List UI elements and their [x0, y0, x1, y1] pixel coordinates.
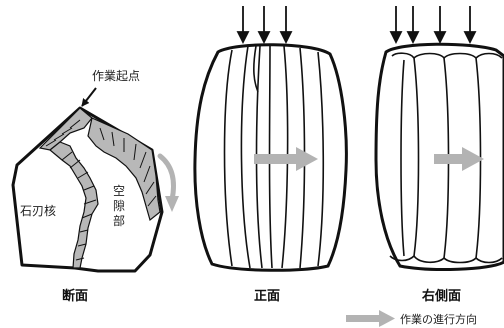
legend-arrow-shaft: [346, 315, 380, 322]
label-front: 正面: [254, 289, 280, 304]
side-direction-arrow-shaft: [434, 154, 464, 164]
right-side-view: [376, 6, 504, 269]
legend-direction-label: 作業の進行方向: [400, 312, 477, 326]
work-start-pointer: [82, 88, 96, 106]
rotation-arrow: [160, 156, 174, 200]
label-work-start: 作業起点: [92, 69, 140, 83]
pressure-arrows-side: [391, 6, 475, 42]
label-void-part-line3: 部: [113, 213, 125, 228]
label-section: 断面: [62, 288, 88, 304]
label-core: 石刃核: [20, 204, 56, 218]
legend: [346, 310, 395, 327]
legend-arrow-head: [379, 310, 395, 327]
front-direction-arrow-shaft: [254, 154, 298, 164]
pressure-arrows-front: [238, 6, 291, 42]
section-view: [13, 88, 179, 271]
front-view: [195, 6, 346, 270]
rotation-arrow-head: [165, 196, 179, 212]
label-void-part-line2: 隙: [113, 199, 125, 213]
label-right-side: 右側面: [421, 288, 461, 304]
label-void-part-line1: 空: [113, 184, 125, 198]
